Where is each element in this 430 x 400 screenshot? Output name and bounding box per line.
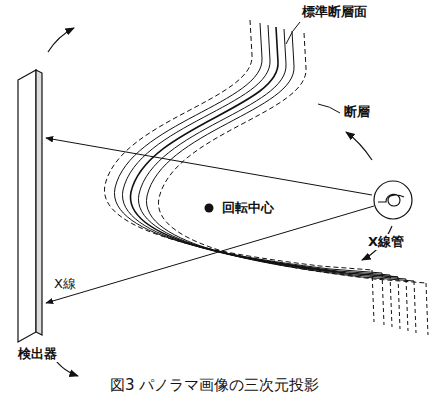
rotation-arrow [48,28,74,52]
layer-label: 断層 [342,104,372,120]
tomographic-layers [104,20,428,335]
xray-beam [46,138,372,195]
xray-beam [46,206,374,303]
ray-label: X線 [52,276,78,292]
rotation-center-dot [205,204,214,213]
tube-label: X線管 [366,234,406,250]
detector-label: 検出器 [16,346,59,362]
leader-line [286,22,300,44]
leader-line [318,104,340,113]
figure-caption: 図3 パノラマ画像の三次元投影 [108,376,321,394]
rotation-arrow [346,132,372,160]
center-label: 回転中心 [220,200,276,216]
detector-plate [18,70,42,342]
xray-tube [374,181,412,219]
layer-label: 標準断層面 [300,4,369,20]
